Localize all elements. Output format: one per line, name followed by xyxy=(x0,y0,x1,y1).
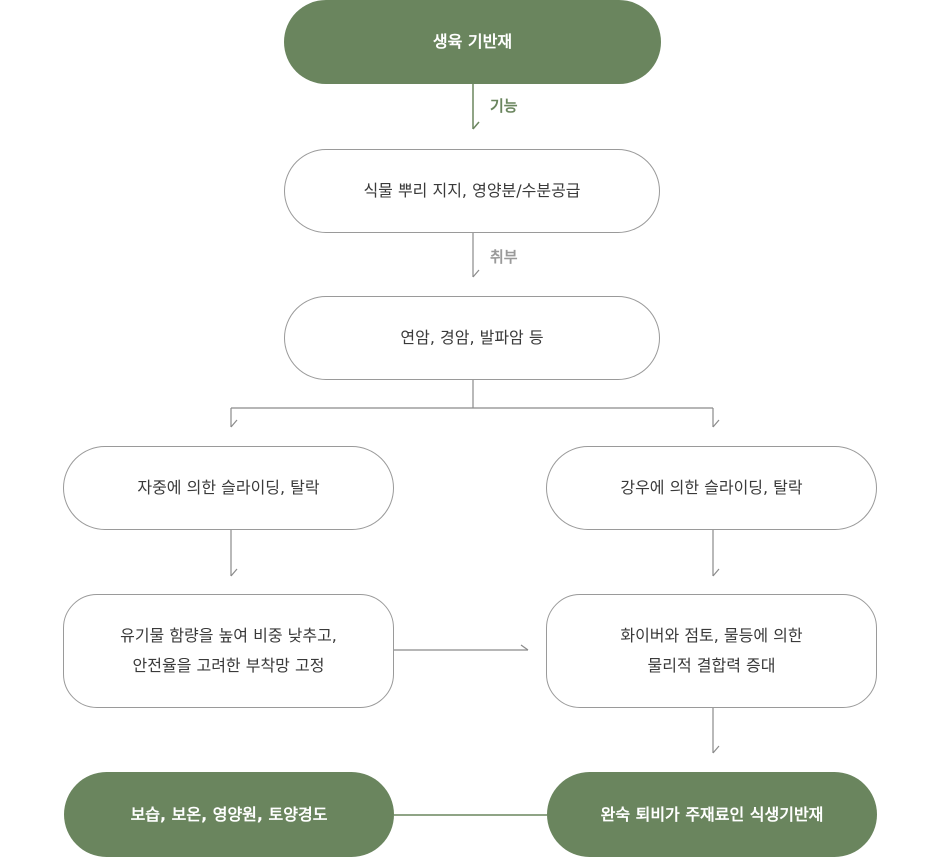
arrow-left-problem-to-solution xyxy=(230,529,238,577)
root-node: 생육 기반재 xyxy=(284,0,661,84)
left-solution-line-1: 유기물 함량을 높여 비중 낮추고, xyxy=(120,626,337,645)
left-solution-node: 유기물 함량을 높여 비중 낮추고, 안전율을 고려한 부착망 고정 xyxy=(63,594,394,708)
right-result-node: 완숙 퇴비가 주재료인 식생기반재 xyxy=(547,772,877,857)
right-solution-line-2: 물리적 결합력 증대 xyxy=(647,656,776,675)
arrow-function-to-vulnerable xyxy=(472,232,480,278)
function-node-label: 식물 뿌리 지지, 영양분/수분공급 xyxy=(363,181,581,200)
right-problem-node-label: 강우에 의한 슬라이딩, 탈락 xyxy=(620,478,803,497)
right-solution-line-1: 화이버와 점토, 물등에 의한 xyxy=(620,626,803,645)
left-problem-node: 자중에 의한 슬라이딩, 탈락 xyxy=(63,446,394,530)
arrow-left-solution-to-right-solution xyxy=(394,644,529,651)
edge-label-function: 기능 xyxy=(490,97,518,115)
left-result-node-label: 보습, 보온, 영양원, 토양경도 xyxy=(130,804,328,824)
left-problem-node-label: 자중에 의한 슬라이딩, 탈락 xyxy=(137,478,320,497)
right-problem-node: 강우에 의한 슬라이딩, 탈락 xyxy=(546,446,877,530)
arrow-split xyxy=(230,379,720,428)
arrow-root-to-function xyxy=(472,84,480,130)
edge-label-vulnerable: 취부 xyxy=(490,248,518,266)
arrow-right-solution-to-result xyxy=(712,708,720,754)
right-solution-node: 화이버와 점토, 물등에 의한 물리적 결합력 증대 xyxy=(546,594,877,708)
vulnerable-node: 연암, 경암, 발파암 등 xyxy=(284,296,660,380)
right-result-node-label: 완숙 퇴비가 주재료인 식생기반재 xyxy=(600,804,824,824)
function-node: 식물 뿌리 지지, 영양분/수분공급 xyxy=(284,149,660,233)
left-solution-line-2: 안전율을 고려한 부착망 고정 xyxy=(132,656,325,675)
arrow-right-problem-to-solution xyxy=(712,529,720,577)
vulnerable-node-label: 연암, 경암, 발파암 등 xyxy=(400,328,544,347)
root-node-label: 생육 기반재 xyxy=(432,32,513,51)
left-result-node: 보습, 보온, 영양원, 토양경도 xyxy=(64,772,394,857)
